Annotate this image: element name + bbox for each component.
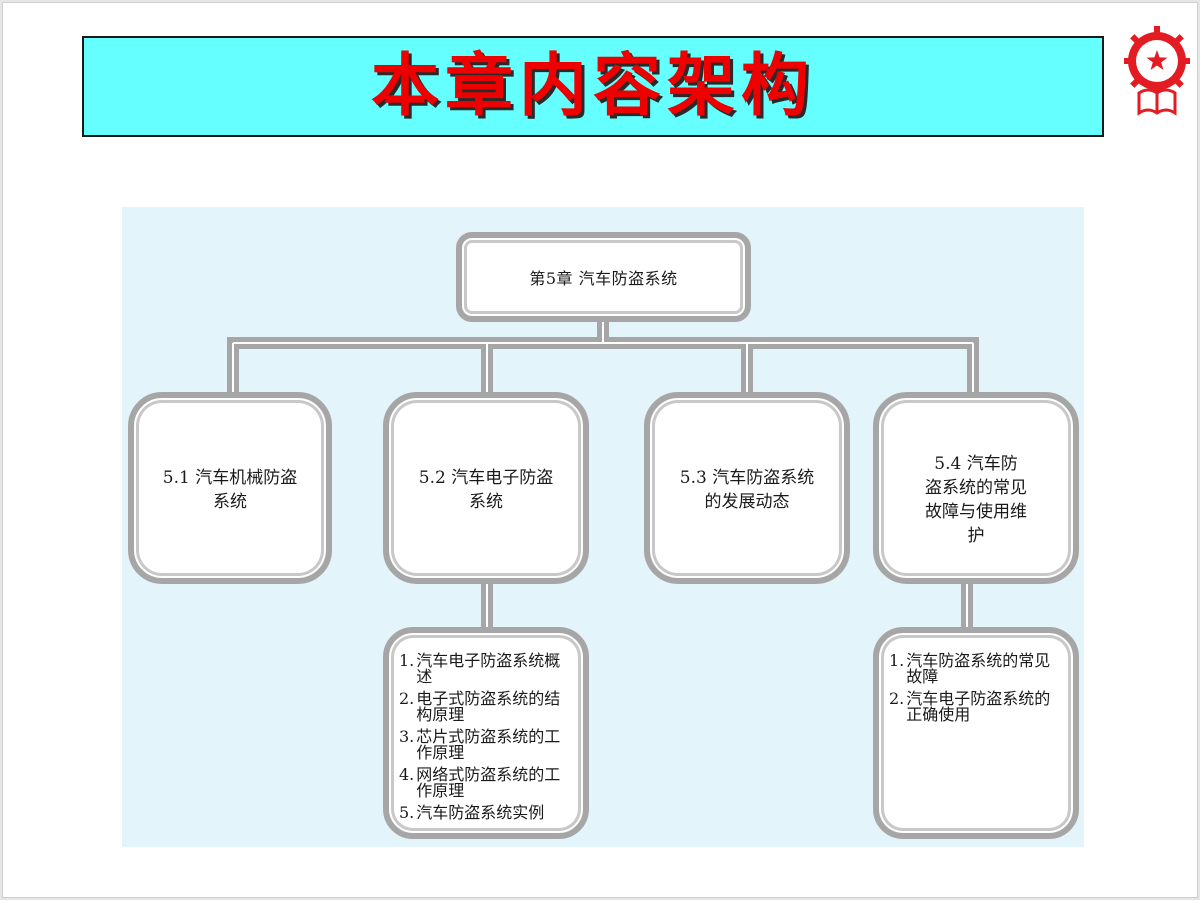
section-node-5-3: 5.3 汽车防盗系统 的发展动态 (644, 392, 850, 584)
detail-item-number: 2. (399, 689, 415, 708)
section-node-5-1: 5.1 汽车机械防盗 系统 (128, 392, 332, 584)
detail-item-text: 汽车防盗系统的常见故障 (906, 651, 1051, 686)
detail-item: 1. 汽车防盗系统的常见故障 (889, 653, 1065, 685)
slide-title: 本章内容架构 (370, 46, 815, 126)
detail-item-text: 芯片式防盗系统的工作原理 (416, 727, 561, 762)
gear-star-book-emblem-icon (1124, 26, 1190, 116)
detail-node-5-4: 1. 汽车防盗系统的常见故障 2. 汽车电子防盗系统的正确使用 (873, 627, 1079, 839)
detail-item-number: 2. (889, 689, 905, 708)
detail-item: 2. 汽车电子防盗系统的正确使用 (889, 691, 1065, 723)
detail-item-number: 1. (889, 651, 905, 670)
section-label-5-3: 5.3 汽车防盗系统 的发展动态 (679, 468, 815, 512)
section-node-5-2: 5.2 汽车电子防盗 系统 (383, 392, 589, 584)
root-node-chapter-5: 第5章 汽车防盗系统 (456, 232, 751, 322)
detail-item: 1. 汽车电子防盗系统概述 (399, 653, 575, 685)
detail-item-number: 1. (399, 651, 415, 670)
org-chart-panel: 第5章 汽车防盗系统 5.1 汽车机械防盗 系统 5.2 汽车电子防盗 系统 5… (122, 207, 1084, 847)
detail-item-text: 电子式防盗系统的结构原理 (416, 689, 561, 724)
detail-item-text: 汽车电子防盗系统概述 (416, 651, 561, 686)
detail-node-5-2: 1. 汽车电子防盗系统概述 2. 电子式防盗系统的结构原理 3. 芯片式防盗系统… (383, 627, 589, 839)
root-node-label: 第5章 汽车防盗系统 (529, 269, 678, 288)
detail-item: 3. 芯片式防盗系统的工作原理 (399, 729, 575, 761)
detail-list-5-2: 1. 汽车电子防盗系统概述 2. 电子式防盗系统的结构原理 3. 芯片式防盗系统… (399, 653, 575, 821)
connector-lines (227, 316, 979, 633)
detail-item: 4. 网络式防盗系统的工作原理 (399, 767, 575, 799)
detail-item-number: 3. (399, 727, 415, 746)
detail-item-text: 汽车防盗系统实例 (416, 803, 545, 822)
title-bar: 本章内容架构 (82, 36, 1104, 137)
section-label-5-1: 5.1 汽车机械防盗 系统 (162, 468, 298, 512)
section-node-5-4: 5.4 汽车防 盗系统的常见 故障与使用维 护 (873, 392, 1079, 584)
detail-item-text: 汽车电子防盗系统的正确使用 (906, 689, 1051, 724)
detail-item-number: 4. (399, 765, 415, 784)
detail-item-number: 5. (399, 803, 415, 822)
detail-item: 5. 汽车防盗系统实例 (399, 805, 575, 821)
detail-item-text: 网络式防盗系统的工作原理 (416, 765, 561, 800)
detail-item: 2. 电子式防盗系统的结构原理 (399, 691, 575, 723)
section-label-5-4: 5.4 汽车防 盗系统的常见 故障与使用维 护 (925, 454, 1027, 546)
detail-list-5-4: 1. 汽车防盗系统的常见故障 2. 汽车电子防盗系统的正确使用 (889, 653, 1065, 723)
section-label-5-2: 5.2 汽车电子防盗 系统 (418, 468, 554, 512)
